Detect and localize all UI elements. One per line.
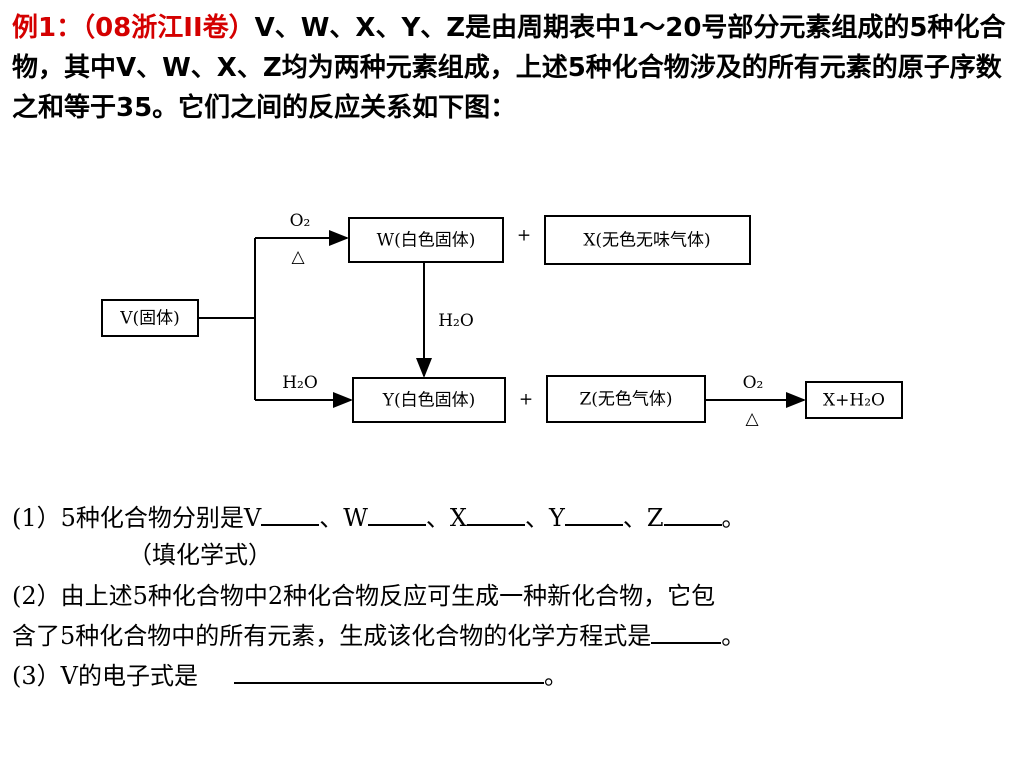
q2-end: 。 [721,622,746,650]
q1-text-v: (1）5种化合物分别是V [12,504,262,532]
plus-top: + [517,226,531,246]
answer-blank-equation[interactable] [651,618,722,644]
h2o-condition-bottom: H₂O [282,373,318,393]
product-label: X+H₂O [823,391,885,411]
q1-text-y: 、Y [525,504,565,532]
x-label: X(无色无味气体) [583,231,710,251]
h2o-condition-side: H₂O [438,311,474,331]
heat-condition-right: △ [745,409,759,429]
answer-blank-y[interactable] [564,500,623,526]
z-label: Z(无色气体) [579,390,672,410]
question-1-note: （填化学式） [128,541,272,569]
x-box [544,215,751,265]
y-label: Y(白色固体) [382,391,476,411]
answer-blank-w[interactable] [367,500,426,526]
q2-text: 含了5种化合物中的所有元素，生成该化合物的化学方程式是 [12,622,652,650]
q1-text-w: 、W [319,504,368,532]
problem-statement: 例1：（08浙江II卷）V、W、X、Y、Z是由周期表中1～20号部分元素组成的5… [12,8,1012,128]
question-2-line-2: 含了5种化合物中的所有元素，生成该化合物的化学方程式是 。 [12,618,1020,654]
w-label: W(白色固体) [377,231,476,251]
reaction-diagram: V(固体) W(白色固体) X(无色无味气体) Y(白色固体) Z(无色气体) … [101,211,903,429]
q1-text-x: 、X [425,504,467,532]
problem-source: 例1：（08浙江II卷） [12,13,255,43]
v-label: V(固体) [119,309,180,329]
answer-blank-z[interactable] [663,500,722,526]
y-box [352,377,506,423]
q3-end: 。 [543,662,568,690]
product-box [805,381,903,419]
answer-blank-electron-formula[interactable] [233,658,544,684]
w-box [348,217,504,263]
answer-blank-v[interactable] [261,500,320,526]
plus-bottom: + [519,390,533,410]
o2-condition: O₂ [290,211,311,231]
question-3: (3）V的电子式是 。 [12,658,1020,694]
o2-condition-right: O₂ [743,373,764,393]
q1-end: 。 [721,504,746,532]
question-2-line-1: (2）由上述5种化合物中2种化合物反应可生成一种新化合物，它包 [12,582,716,610]
q1-text-z: 、Z [622,504,664,532]
question-1: (1）5种化合物分别是V 、W 、X 、Y 、Z 。 [12,500,1020,536]
answer-blank-x[interactable] [467,500,525,526]
heat-condition: △ [291,247,305,267]
problem-text: V、W、X、Y、Z是由周期表中1～20号部分元素组成的5种化合物，其中V、W、X… [12,13,1006,123]
q3-text: (3）V的电子式是 [12,662,198,690]
